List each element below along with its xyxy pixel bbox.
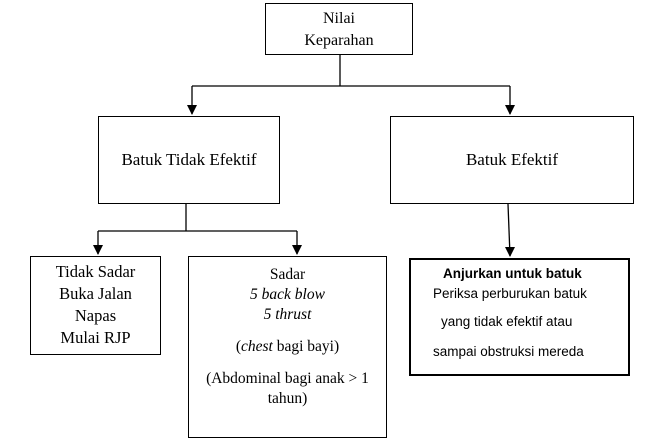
ineffective-cough-box: Batuk Tidak Efektif — [98, 116, 280, 204]
advice-line-3: sampai obstruksi mereda — [433, 344, 584, 359]
effective-cough-label: Batuk Efektif — [465, 150, 559, 169]
thrust-term: thrust — [275, 306, 312, 323]
infant-note-term: chest — [241, 338, 273, 355]
conscious-box: Sadar 5 back blow 5 thrust (chest bagi b… — [188, 256, 387, 438]
advice-line-1: Periksa perburukan batuk — [433, 286, 587, 301]
infant-note-open: ( — [235, 338, 241, 355]
conscious-title: Sadar — [269, 266, 306, 283]
unconscious-box: Tidak Sadar Buka Jalan Napas Mulai RJP — [30, 256, 161, 355]
arrow-to-advice — [505, 203, 515, 257]
unconscious-line-2: Buka Jalan — [59, 284, 132, 303]
child-note-line-2: tahun) — [267, 390, 308, 407]
effective-cough-box: Batuk Efektif — [390, 116, 634, 204]
child-note-line-1: (Abdominal bagi anak > 1 — [206, 370, 369, 387]
infant-note: (chest bagi bayi) — [189, 337, 386, 357]
severity-line-1: Nilai — [323, 10, 355, 27]
advice-box: Anjurkan untuk batuk Periksa perburukan … — [409, 258, 630, 376]
unconscious-line-4: Mulai RJP — [60, 328, 131, 347]
back-blow-line: 5 back blow — [189, 285, 386, 305]
unconscious-line-3: Napas — [74, 306, 117, 325]
back-blow-term: back blow — [261, 286, 325, 303]
thrust-line: 5 thrust — [189, 305, 386, 325]
thrust-count: 5 — [263, 306, 272, 323]
back-blow-count: 5 — [250, 286, 258, 303]
advice-line-2: yang tidak efektif atau — [441, 314, 573, 329]
unconscious-line-1: Tidak Sadar — [55, 262, 136, 281]
severity-line-2: Keparahan — [304, 32, 374, 49]
severity-box: Nilai Keparahan — [265, 3, 413, 55]
infant-note-rest: bagi bayi) — [272, 338, 340, 355]
advice-title: Anjurkan untuk batuk — [443, 266, 582, 281]
ineffective-cough-label: Batuk Tidak Efektif — [121, 150, 257, 169]
